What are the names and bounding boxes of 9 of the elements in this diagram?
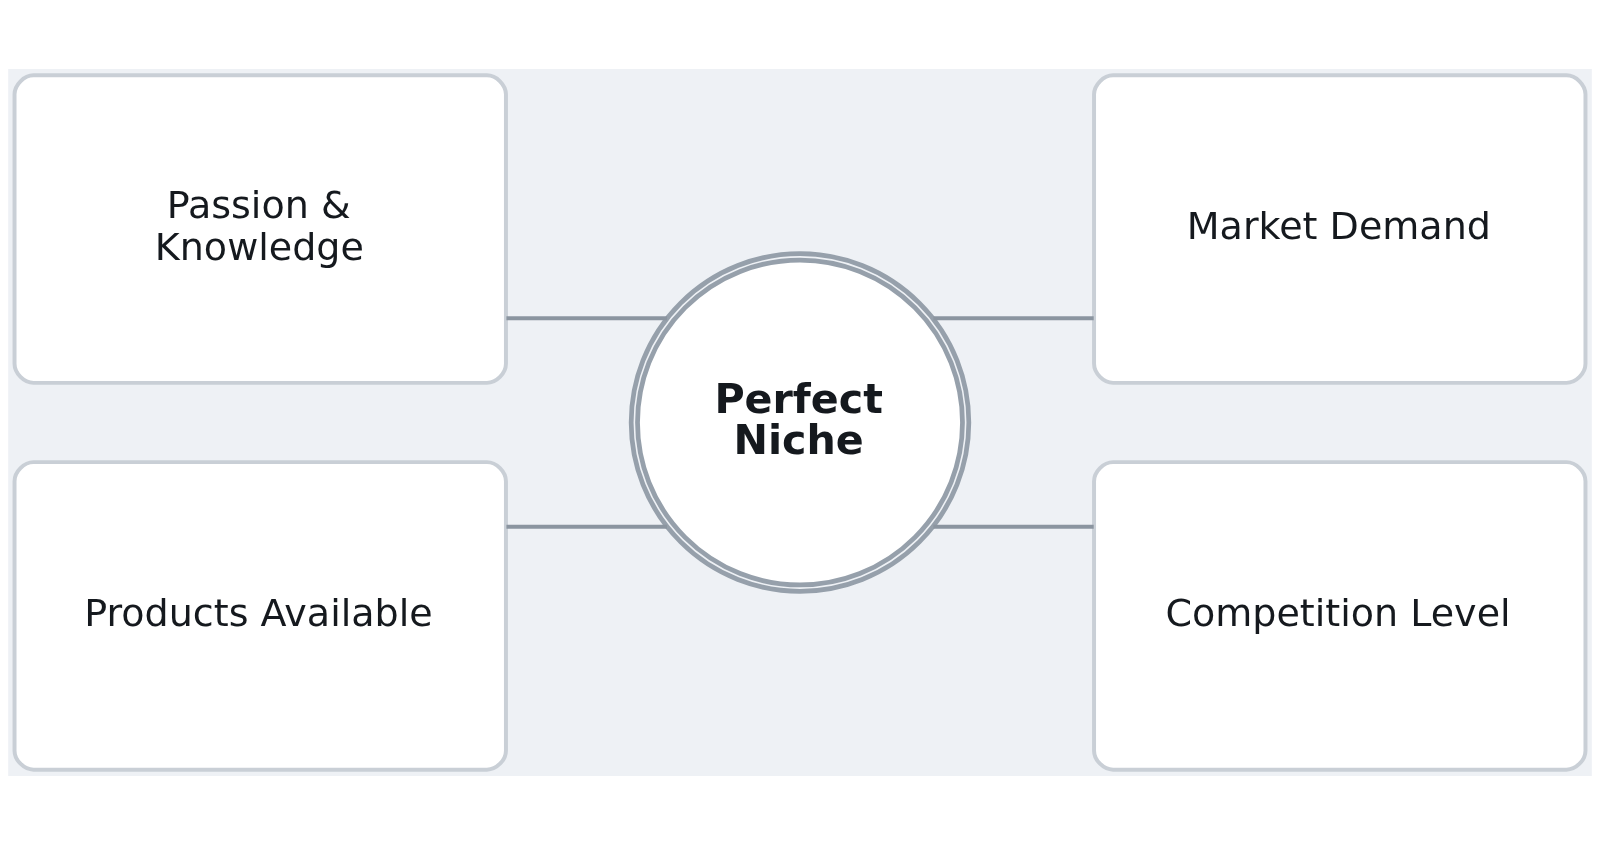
node-box: Market Demand: [1092, 73, 1588, 385]
node-circle: Perfect Niche: [628, 251, 972, 594]
connector: [506, 524, 668, 529]
connector: [933, 316, 1094, 321]
connector: [506, 316, 668, 321]
connector: [933, 524, 1094, 529]
node-box: Passion & Knowledge: [12, 73, 508, 385]
node-box: Competition Level: [1092, 460, 1588, 772]
node-box: Products Available: [12, 460, 508, 772]
